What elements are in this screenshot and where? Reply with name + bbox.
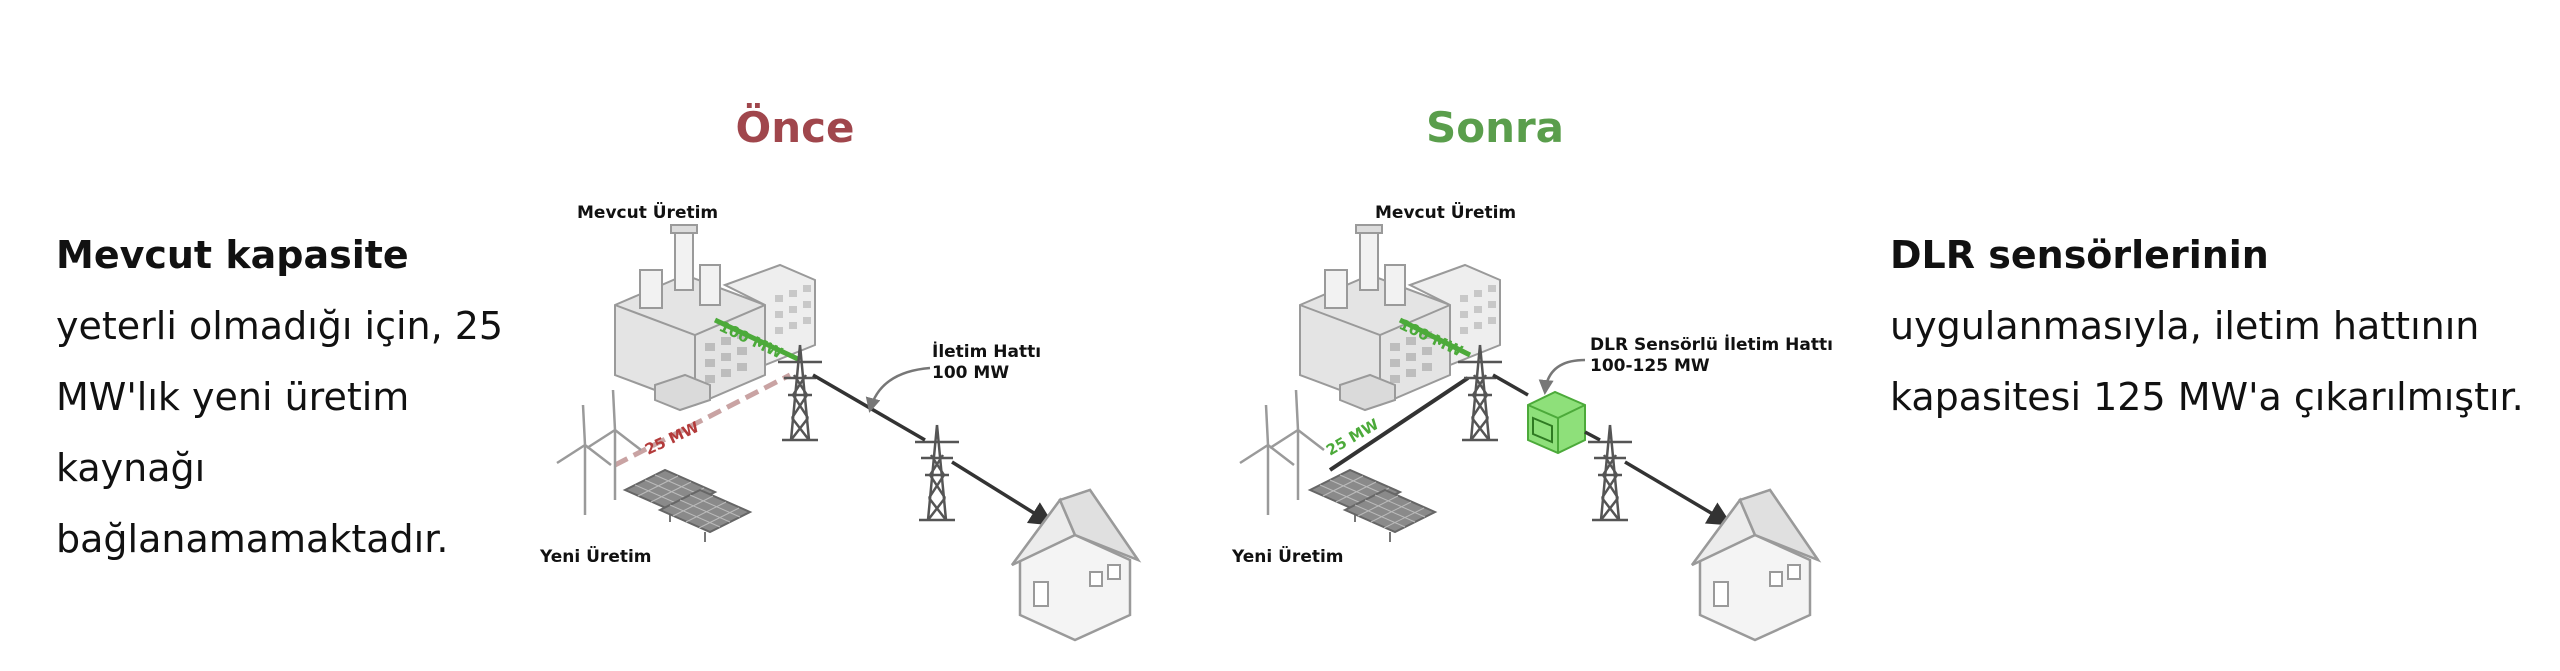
- before-title: Önce: [736, 102, 855, 152]
- after-turbine-2-icon: [1268, 388, 1326, 502]
- before-line-callout-arrow: [865, 366, 931, 413]
- left-description-bold: Mevcut kapasite: [56, 233, 409, 277]
- before-line-label-2: 100 MW: [932, 363, 1009, 383]
- before-transmission-line-1: [812, 373, 926, 442]
- after-panel: Sonra Mevcut Üretim 100 MW 25 MW Yeni Ür…: [1231, 103, 1833, 642]
- before-existing-label: Mevcut Üretim: [577, 201, 718, 223]
- after-existing-label: Mevcut Üretim: [1375, 201, 1516, 223]
- after-title: Sonra: [1426, 103, 1564, 152]
- left-description-rest: yeterli olmadığı için, 25 MW'lık yeni ür…: [56, 304, 504, 561]
- before-factory-icon: [614, 224, 816, 411]
- after-existing-line: [1398, 317, 1472, 358]
- before-existing-line: [713, 317, 802, 363]
- before-turbine-1-icon: [555, 403, 613, 517]
- after-transmission-line-1b: [1584, 430, 1601, 442]
- after-new-line: [1328, 376, 1470, 472]
- after-line-callout-arrow: [1538, 358, 1586, 395]
- before-line-label-1: İletim Hattı: [932, 340, 1041, 362]
- after-factory-icon: [1299, 224, 1501, 411]
- before-transmission-line-2: [951, 460, 1055, 526]
- right-description-bold: DLR sensörlerinin: [1890, 233, 2269, 277]
- dlr-sensor-icon: [1527, 390, 1586, 455]
- left-description: Mevcut kapasite yeterli olmadığı için, 2…: [56, 220, 526, 575]
- after-transmission-line-2: [1624, 460, 1733, 526]
- before-new-mw: 25 MW: [642, 418, 702, 459]
- after-line-label-1: DLR Sensörlü İletim Hattı: [1590, 333, 1833, 355]
- before-new-dashed-line: [613, 372, 792, 468]
- after-turbine-1-icon: [1238, 403, 1296, 517]
- right-description: DLR sensörlerinin uygulanmasıyla, iletim…: [1890, 220, 2530, 433]
- after-line-label-2: 100-125 MW: [1590, 356, 1710, 376]
- after-pylon-2-icon: [1586, 423, 1634, 522]
- after-transmission-line-1a: [1492, 373, 1529, 397]
- before-turbine-2-icon: [585, 388, 643, 502]
- after-new-label: Yeni Üretim: [1231, 545, 1344, 567]
- before-panel: Önce Mevcut Üretim 100 MW 25 MW Yeni Üre…: [539, 102, 1140, 642]
- before-new-label: Yeni Üretim: [539, 545, 652, 567]
- right-description-rest: uygulanmasıyla, iletim hattının kapasite…: [1890, 304, 2524, 419]
